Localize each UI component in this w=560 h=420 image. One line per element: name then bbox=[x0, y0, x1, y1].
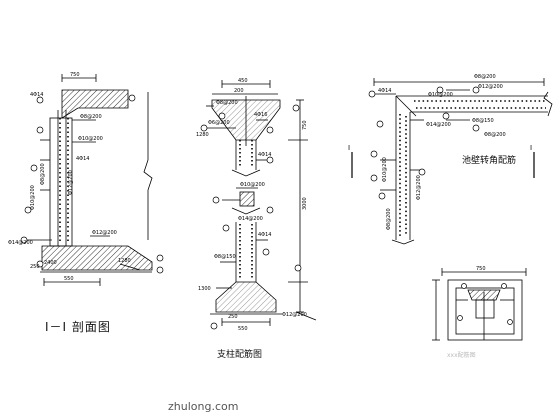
rebar-label: 4Φ14 bbox=[30, 92, 43, 98]
section-mark-right: I bbox=[530, 144, 532, 152]
dim-label: 1280 bbox=[118, 258, 131, 264]
section-1-1-bubbles bbox=[20, 94, 164, 274]
rebar-label: Φ14@200 bbox=[426, 122, 451, 128]
column-rebar-labels: 450 200 Φ8@200 4Φ16 4Φ14 Φ6@200 1280 Φ10… bbox=[196, 78, 308, 332]
detail-title: xxx配筋图 bbox=[447, 352, 476, 359]
dim-vert: 750 bbox=[302, 120, 308, 130]
column-rebar-title: 支柱配筋图 bbox=[217, 350, 263, 360]
section-mark-left: I bbox=[348, 144, 350, 152]
dim-label: 1300 bbox=[198, 286, 211, 292]
rebar-label: Φ8@150 bbox=[214, 254, 236, 260]
rebar-label: Φ8@200 bbox=[484, 132, 506, 138]
rebar-label: Φ10@200 bbox=[78, 136, 103, 142]
pool-wall-corner-title: 池壁转角配筋 bbox=[462, 156, 517, 166]
rebar-label: Φ12@200 bbox=[92, 230, 117, 236]
pool-wall-bubbles bbox=[368, 86, 480, 200]
pool-wall-labels: Φ8@200 Φ12@200 Φ10@200 Φ8@150 Φ8@200 4Φ1… bbox=[378, 74, 506, 230]
rebar-label: Φ12@200 bbox=[282, 312, 307, 318]
pool-wall-corner-drawing bbox=[373, 78, 553, 245]
detail-bubbles bbox=[457, 283, 513, 325]
dim-bottom: 550 bbox=[238, 326, 248, 332]
column-rebar-drawing bbox=[206, 80, 317, 326]
rebar-label: Φ12@200 bbox=[478, 84, 503, 90]
rebar-label: 4Φ14 bbox=[258, 232, 271, 238]
rebar-label: Φ8@150 bbox=[472, 118, 494, 124]
dim-label: 250 bbox=[30, 264, 40, 270]
rebar-label: Φ14@200 bbox=[238, 216, 263, 222]
dim-top: 200 bbox=[234, 88, 244, 94]
section-cut-mark bbox=[351, 152, 535, 178]
section-1-1-labels: 750 4Φ14 Φ8@200 Φ10@200 4Φ14 Φ14@200 Φ12… bbox=[8, 72, 131, 282]
detail-drawing bbox=[432, 268, 527, 341]
rebar-label: 4Φ14 bbox=[378, 88, 391, 94]
dim-label: 2400 bbox=[44, 260, 57, 266]
rebar-label-vert: Φ10@200 bbox=[30, 185, 36, 210]
rebar-label: 4Φ14 bbox=[76, 156, 89, 162]
rebar-label: 4Φ14 bbox=[258, 152, 271, 158]
column-rebar-bubbles bbox=[200, 104, 302, 330]
dim-top: 750 bbox=[70, 72, 80, 78]
detail-dim: 750 bbox=[476, 266, 486, 272]
rebar-label: Φ14@200 bbox=[8, 240, 33, 246]
rebar-label: Φ10@200 bbox=[240, 182, 265, 188]
rebar-label-vert: Φ10@200 bbox=[382, 157, 388, 182]
rebar-label: Φ8@200 bbox=[474, 74, 496, 80]
watermark: zhulong.com bbox=[168, 400, 239, 413]
section-1-1-drawing bbox=[26, 74, 153, 286]
dim-top: 450 bbox=[238, 78, 248, 84]
rebar-label: 4Φ16 bbox=[254, 112, 267, 118]
dim-vert: 3000 bbox=[302, 197, 308, 210]
rebar-label: Φ8@200 bbox=[80, 114, 102, 120]
rebar-label-vert: Φ8@200 bbox=[40, 163, 46, 185]
rebar-label-vert: Φ12@200 bbox=[68, 170, 74, 195]
dim-label: 250 bbox=[228, 314, 238, 320]
dim-label: 1280 bbox=[196, 132, 209, 138]
dim-bottom: 550 bbox=[64, 276, 74, 282]
rebar-label-vert: Φ12@200 bbox=[416, 175, 422, 200]
section-1-1-title: I－I 剖面图 bbox=[45, 320, 111, 334]
rebar-label: Φ8@200 bbox=[216, 100, 238, 106]
rebar-label: Φ10@200 bbox=[428, 92, 453, 98]
rebar-label-vert: Φ8@200 bbox=[386, 208, 392, 230]
rebar-label: Φ6@200 bbox=[208, 120, 230, 126]
